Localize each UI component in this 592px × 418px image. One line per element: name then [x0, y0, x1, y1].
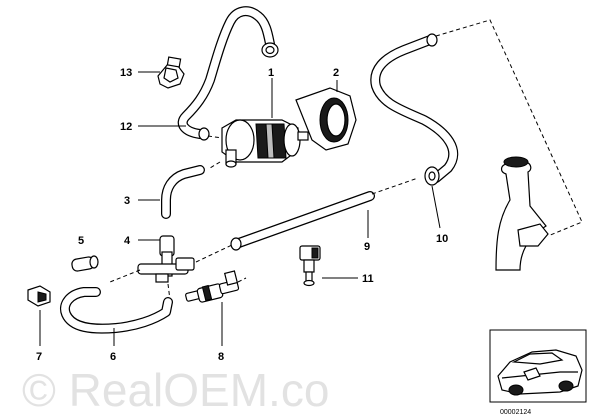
part-2-grommet[interactable]	[295, 87, 357, 151]
callout-8: 8	[218, 351, 224, 363]
callout-13: 13	[120, 67, 132, 79]
callout-9: 9	[364, 241, 370, 253]
callout-7: 7	[36, 351, 42, 363]
leader-lines	[39, 71, 441, 346]
part-6-hose[interactable]	[60, 287, 173, 334]
callout-4: 4	[124, 235, 131, 247]
part-3-elbow-hose[interactable]	[161, 165, 205, 219]
part-1-washer-pump[interactable]	[207, 119, 309, 169]
part-10-long-hose[interactable]	[370, 33, 459, 186]
part-8-check-valve[interactable]	[185, 270, 247, 303]
callout-1: 1	[268, 67, 274, 79]
vehicle-thumbnail: 00002124	[489, 329, 587, 416]
part-9-straight-hose[interactable]	[230, 191, 375, 251]
part-4-t-connector[interactable]	[137, 235, 195, 283]
part-7-clip[interactable]	[27, 285, 51, 307]
callout-10: 10	[436, 233, 448, 245]
callout-5: 5	[78, 235, 84, 247]
callout-12: 12	[120, 121, 132, 133]
callout-6: 6	[110, 351, 116, 363]
reservoir-hose-assembly	[495, 156, 549, 271]
part-13-clip[interactable]	[157, 56, 185, 89]
callout-2: 2	[333, 67, 339, 79]
callout-labels: 1 2 3 4 5 6 7 8 9 10 11 12 13	[36, 67, 448, 363]
watermark-text: © RealOEM.co	[22, 364, 329, 416]
diagram-code: 00002124	[500, 409, 531, 416]
part-12-hose[interactable]	[177, 6, 279, 141]
callout-3: 3	[124, 195, 130, 207]
part-11-fitting[interactable]	[299, 245, 321, 287]
callout-11: 11	[362, 273, 374, 285]
part-5-plug[interactable]	[71, 255, 99, 272]
